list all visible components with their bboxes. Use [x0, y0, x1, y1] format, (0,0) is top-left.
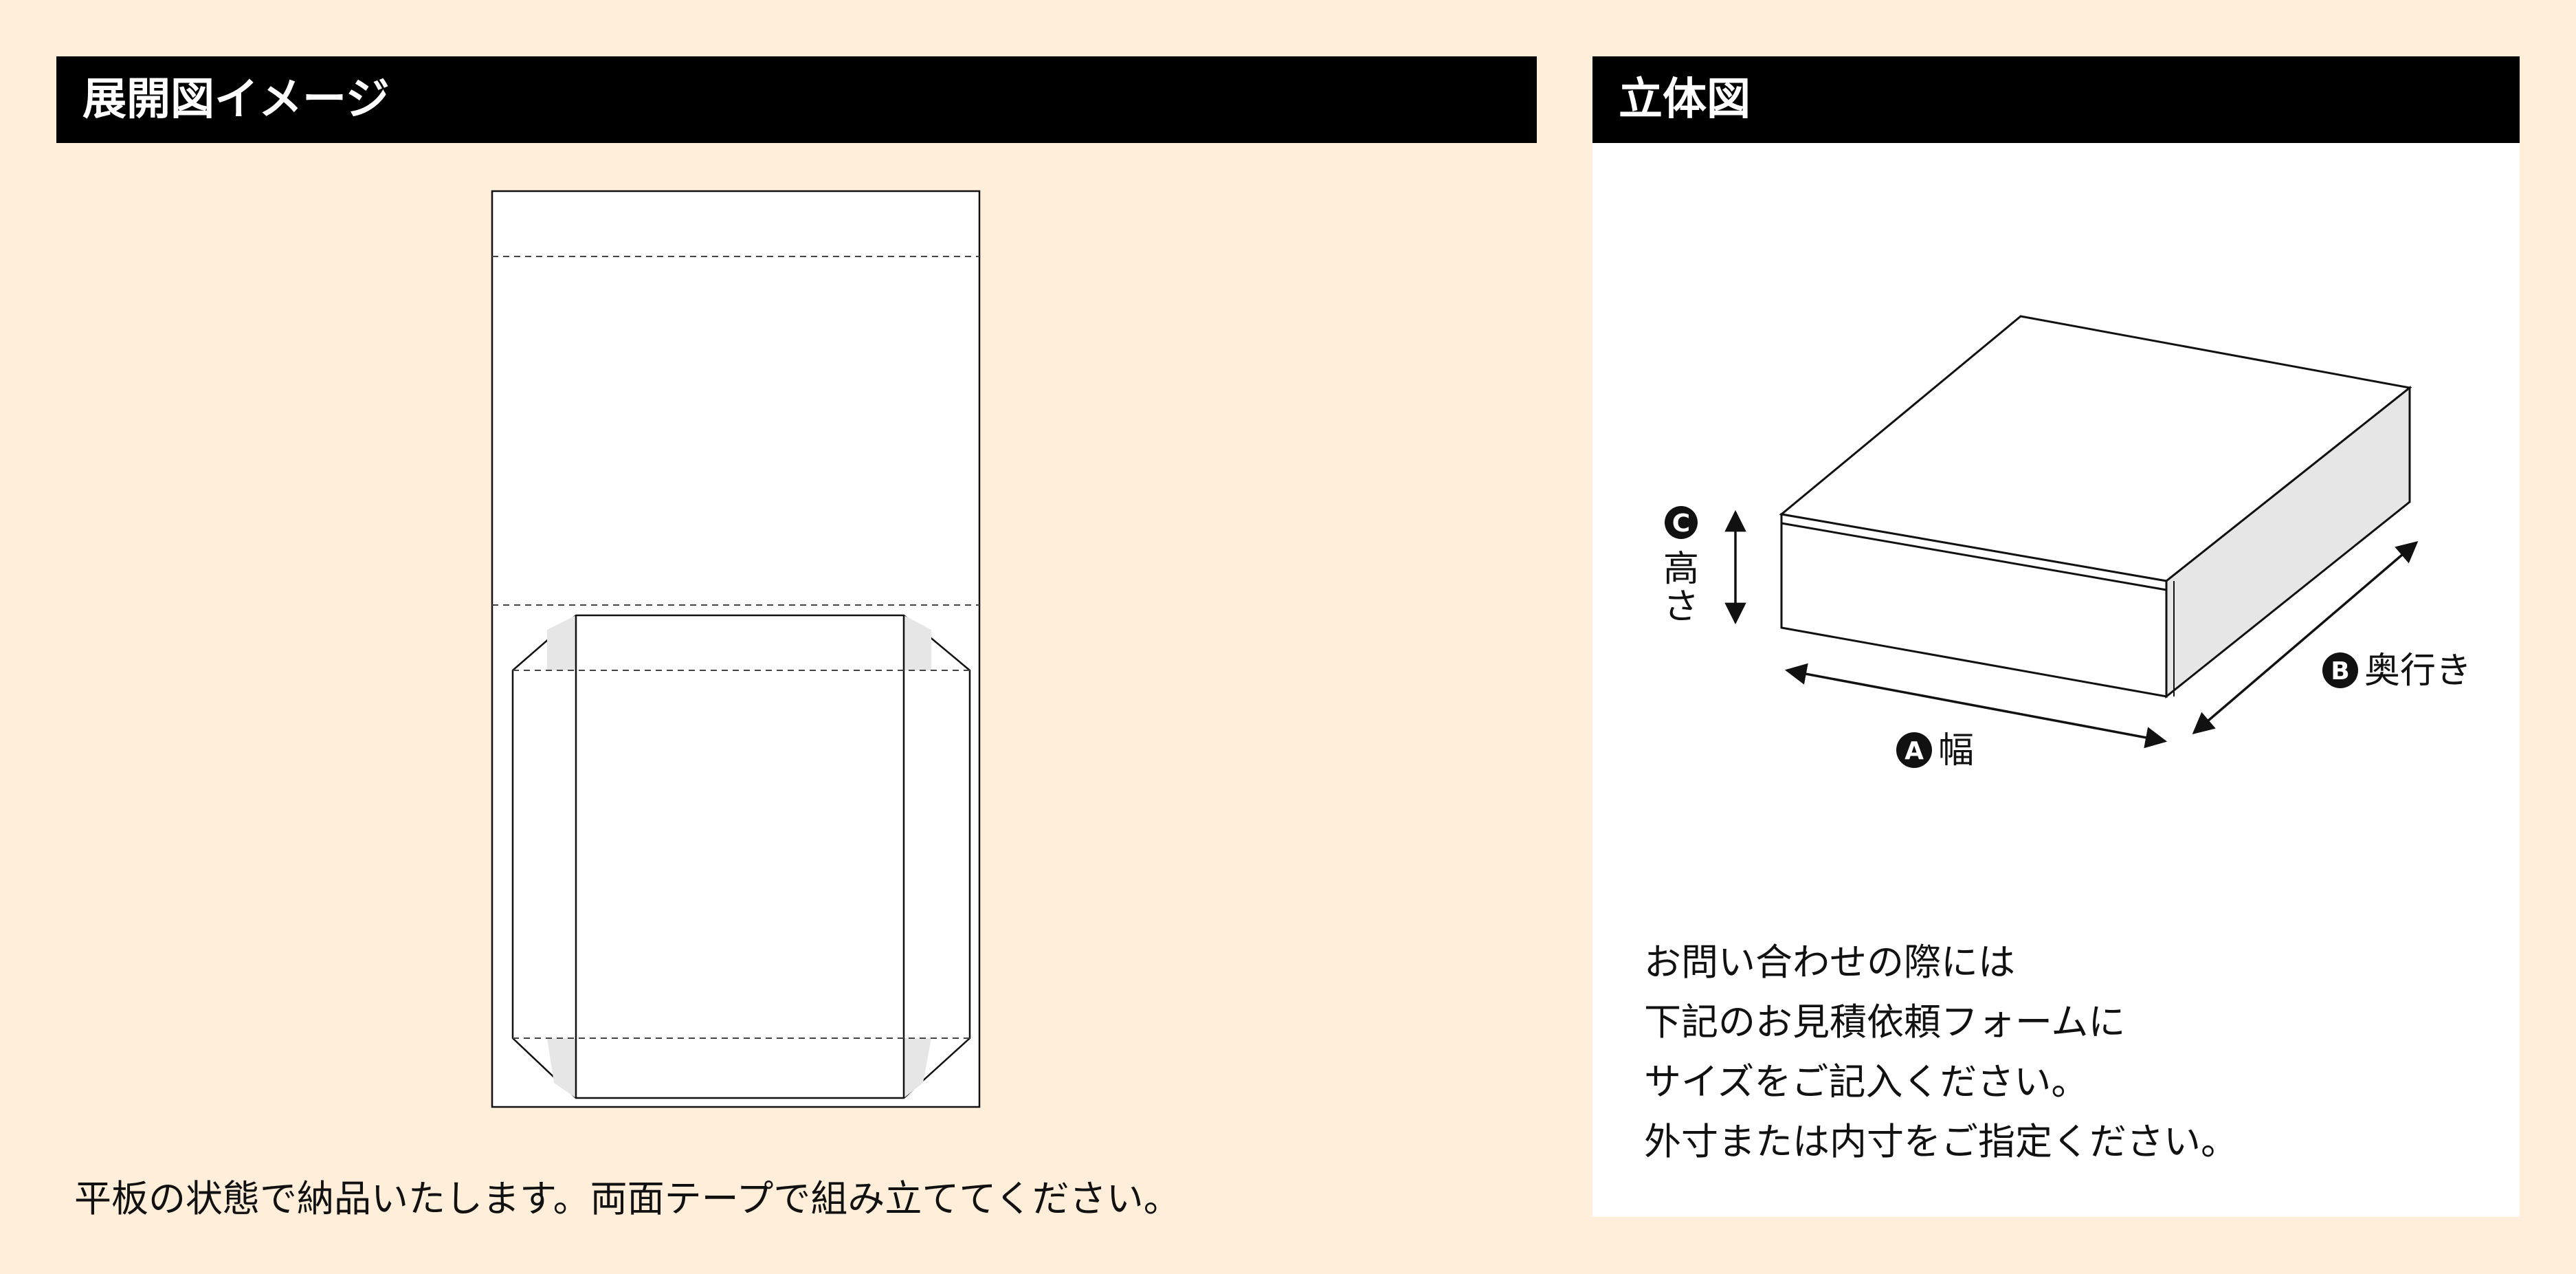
- height-badge-letter: C: [1672, 509, 1690, 538]
- height-label-2: さ: [1663, 586, 1699, 628]
- box-lid-edge: [1781, 522, 2167, 591]
- width-badge-letter: A: [1905, 737, 1924, 765]
- corner-tab-top-right: [904, 615, 931, 670]
- width-arrow: [1784, 663, 2168, 749]
- note-line: 外寸または内寸をご指定ください。: [1644, 1120, 2238, 1163]
- note-line: 下記のお見積依頼フォームに: [1644, 1000, 2126, 1044]
- depth-badge: [2322, 652, 2358, 688]
- solid-title: 立体図: [1619, 74, 1751, 125]
- height-label-1: 高: [1663, 549, 1699, 590]
- delivery-caption: 平板の状態で納品いたします。両面テープで組み立ててください。: [74, 1177, 1181, 1220]
- depth-label: 奥行き: [2364, 650, 2472, 692]
- development-title: 展開図イメージ: [82, 74, 390, 125]
- development-header: 展開図イメージ: [56, 56, 1537, 143]
- width-badge: [1896, 732, 1932, 768]
- solid-header: 立体図: [1592, 56, 2520, 143]
- depth-badge-letter: B: [2331, 657, 2349, 685]
- corner-tab-bottom-left: [547, 1038, 576, 1098]
- corner-tab-bottom-right: [904, 1038, 931, 1098]
- depth-arrow: [2192, 540, 2419, 735]
- note-line: サイズをご記入ください。: [1644, 1060, 2089, 1103]
- height-badge: [1665, 506, 1698, 539]
- note-line: お問い合わせの際には: [1644, 941, 2015, 984]
- corner-tab-top-left: [547, 615, 576, 670]
- width-label: 幅: [1938, 730, 1974, 771]
